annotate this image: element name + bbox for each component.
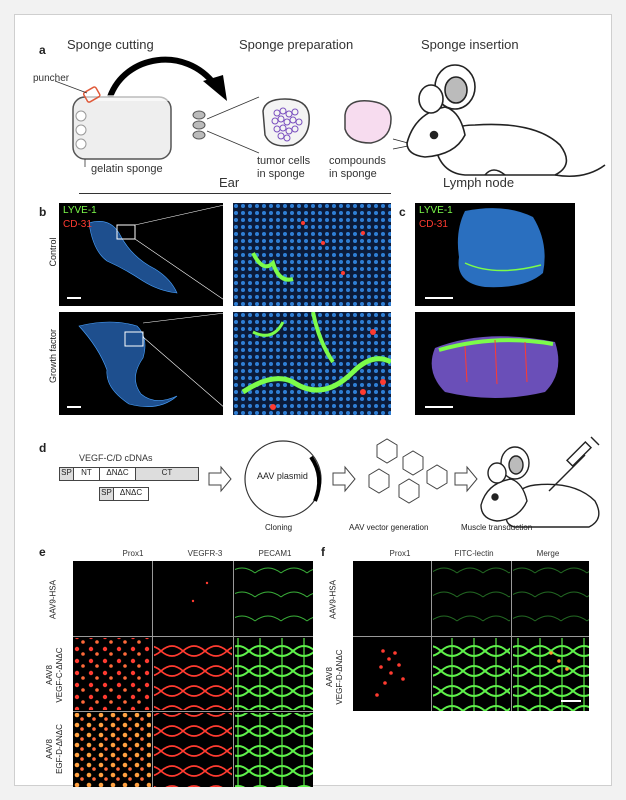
lymph-node-control: LYVE-1 CD-31 xyxy=(415,203,575,306)
panel-f-grid xyxy=(353,561,589,711)
ear-title: Ear xyxy=(219,175,240,190)
lyve1-label: LYVE-1 xyxy=(63,205,97,216)
panel-d-label: d xyxy=(39,441,47,455)
puncher-label: puncher xyxy=(33,73,70,84)
dndc-segment: ΔNΔC xyxy=(100,468,136,480)
gelatin-sponge-label: gelatin sponge xyxy=(91,163,163,175)
scale-bar xyxy=(67,297,81,299)
lymph-node-growth xyxy=(415,312,575,415)
panel-a-label: a xyxy=(39,43,46,57)
scale-bar xyxy=(425,406,453,408)
nt-segment: NT xyxy=(74,468,100,480)
col-pecam1: PECAM1 xyxy=(258,549,292,558)
cdna-label: VEGF-C/D cDNAs xyxy=(79,453,153,463)
lyve1-label-c: LYVE-1 xyxy=(419,205,453,216)
full-length-construct: SP NT ΔNΔC CT xyxy=(59,467,199,481)
ear-control-overview: LYVE-1 CD-31 xyxy=(59,203,223,306)
scale-bar xyxy=(67,406,81,408)
aav-vectors-icon xyxy=(368,438,448,504)
panel-a-schematic xyxy=(54,56,606,178)
sp-segment: SP xyxy=(60,468,74,480)
step-sponge-preparation: Sponge preparation xyxy=(239,37,354,52)
col-vegfr3: VEGFR-3 xyxy=(187,549,223,558)
col-prox1-f: Prox1 xyxy=(389,549,411,558)
panel-d-schematic xyxy=(208,436,600,528)
panel-f-label: f xyxy=(321,545,325,559)
compound-sponge-icon xyxy=(344,100,392,144)
mouse-icon xyxy=(392,64,606,178)
panel-e-label: e xyxy=(39,545,46,559)
row-aav9-hsa-f: AAV9-HSA xyxy=(328,580,338,619)
sp-segment: SP xyxy=(100,488,114,500)
lymph-node-title: Lymph node xyxy=(443,175,515,190)
step-sponge-cutting: Sponge cutting xyxy=(67,37,154,52)
col-merge: Merge xyxy=(536,549,560,558)
vector-label: AAV vector generation xyxy=(349,523,429,532)
col-prox1: Prox1 xyxy=(122,549,144,558)
cd31-label: CD-31 xyxy=(63,219,92,230)
ear-growth-zoom xyxy=(233,312,391,415)
puncher-icon xyxy=(82,86,101,103)
curved-arrow-icon xyxy=(107,56,218,99)
arrow-head-icon xyxy=(203,75,227,101)
dndc-segment: ΔNΔC xyxy=(114,488,148,500)
arrow-icon xyxy=(454,465,478,493)
cloning-label: Cloning xyxy=(265,523,293,532)
plasmid-label: AAV plasmid xyxy=(257,471,308,481)
step-sponge-insertion: Sponge insertion xyxy=(421,37,519,52)
muscle-label: Muscle transduction xyxy=(461,523,533,532)
panel-e-grid xyxy=(73,561,313,787)
scale-bar xyxy=(425,297,453,299)
ct-segment: CT xyxy=(161,468,173,477)
col-fitc-lectin: FITC-lectin xyxy=(454,549,494,558)
zoom-guides xyxy=(134,202,234,416)
ear-growth-overview xyxy=(59,312,223,415)
ear-divider xyxy=(79,193,391,194)
figure-frame: a Sponge cutting Sponge preparation Spon… xyxy=(14,14,612,787)
panel-b-label: b xyxy=(39,205,47,219)
mouse-syringe-icon xyxy=(480,436,600,528)
arrow-icon xyxy=(208,465,232,493)
truncated-construct: SP ΔNΔC xyxy=(99,487,149,501)
row-aav9-hsa: AAV9-HSA xyxy=(48,580,58,619)
panel-c-label: c xyxy=(399,205,406,219)
ear-control-zoom xyxy=(233,203,391,306)
arrow-icon xyxy=(332,465,356,493)
cd31-label-c: CD-31 xyxy=(419,219,448,230)
